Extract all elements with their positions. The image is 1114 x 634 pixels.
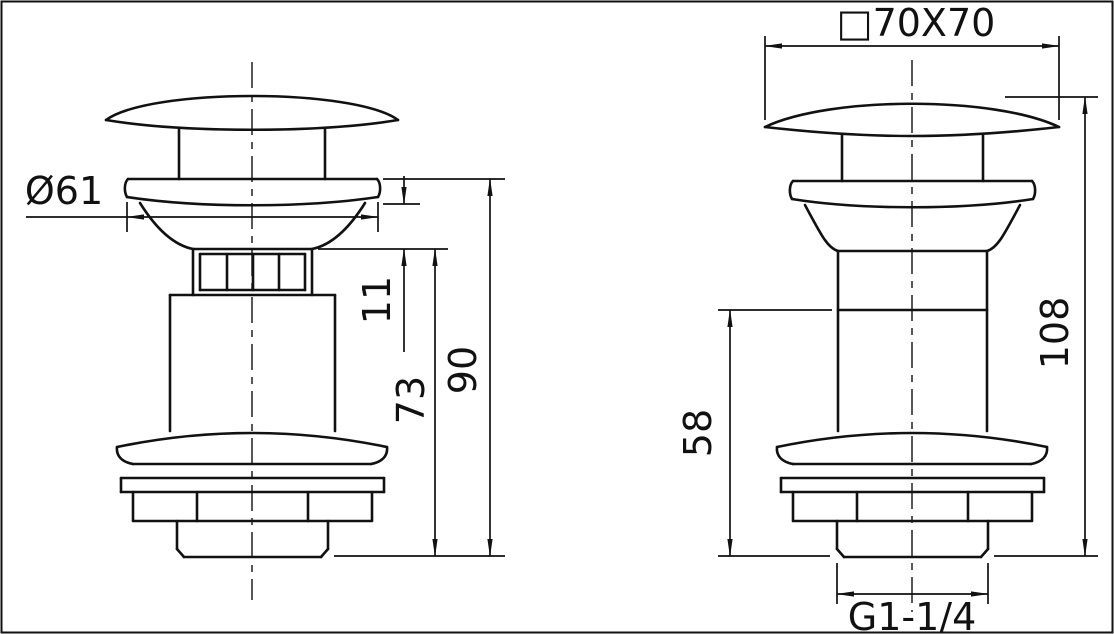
dimension-thread-size: G1-1/4	[836, 563, 989, 634]
left-view: Ø61 11 73 90	[25, 62, 505, 600]
left-overflow-slots	[191, 247, 314, 297]
dim-label-58: 58	[676, 409, 720, 457]
dimension-overflow-offset: 11	[318, 176, 448, 352]
dim-label-90: 90	[441, 346, 485, 394]
dimension-lower-height-58: 58	[676, 309, 832, 557]
dimension-flange-diameter: Ø61	[25, 169, 379, 232]
right-locknut	[779, 476, 1046, 523]
right-bowl	[775, 431, 1049, 466]
right-threaded-tail	[835, 519, 990, 559]
dimension-total-height-108: 108	[994, 96, 1098, 557]
dim-label-70x70: □70X70	[837, 1, 996, 45]
dim-label-108: 108	[1033, 297, 1077, 370]
left-flange	[123, 177, 382, 251]
left-bowl	[115, 431, 389, 466]
dim-label-thread: G1-1/4	[848, 595, 977, 634]
dim-label-73: 73	[389, 376, 433, 424]
left-locknut	[119, 476, 386, 523]
left-body	[168, 293, 337, 433]
right-cap	[763, 102, 1061, 183]
dimension-body-height-73: 73	[334, 248, 505, 557]
left-cap	[104, 94, 400, 181]
dimension-cap-square: □70X70	[764, 1, 1060, 120]
right-view: □70X70 58 108 G1-1/4	[676, 1, 1098, 634]
right-flange	[788, 179, 1037, 253]
dim-label-diameter-61: Ø61	[25, 169, 103, 213]
dimension-total-height-90: 90	[383, 178, 505, 557]
left-threaded-tail	[175, 519, 330, 559]
right-body	[836, 249, 989, 433]
dim-label-11: 11	[355, 276, 399, 324]
